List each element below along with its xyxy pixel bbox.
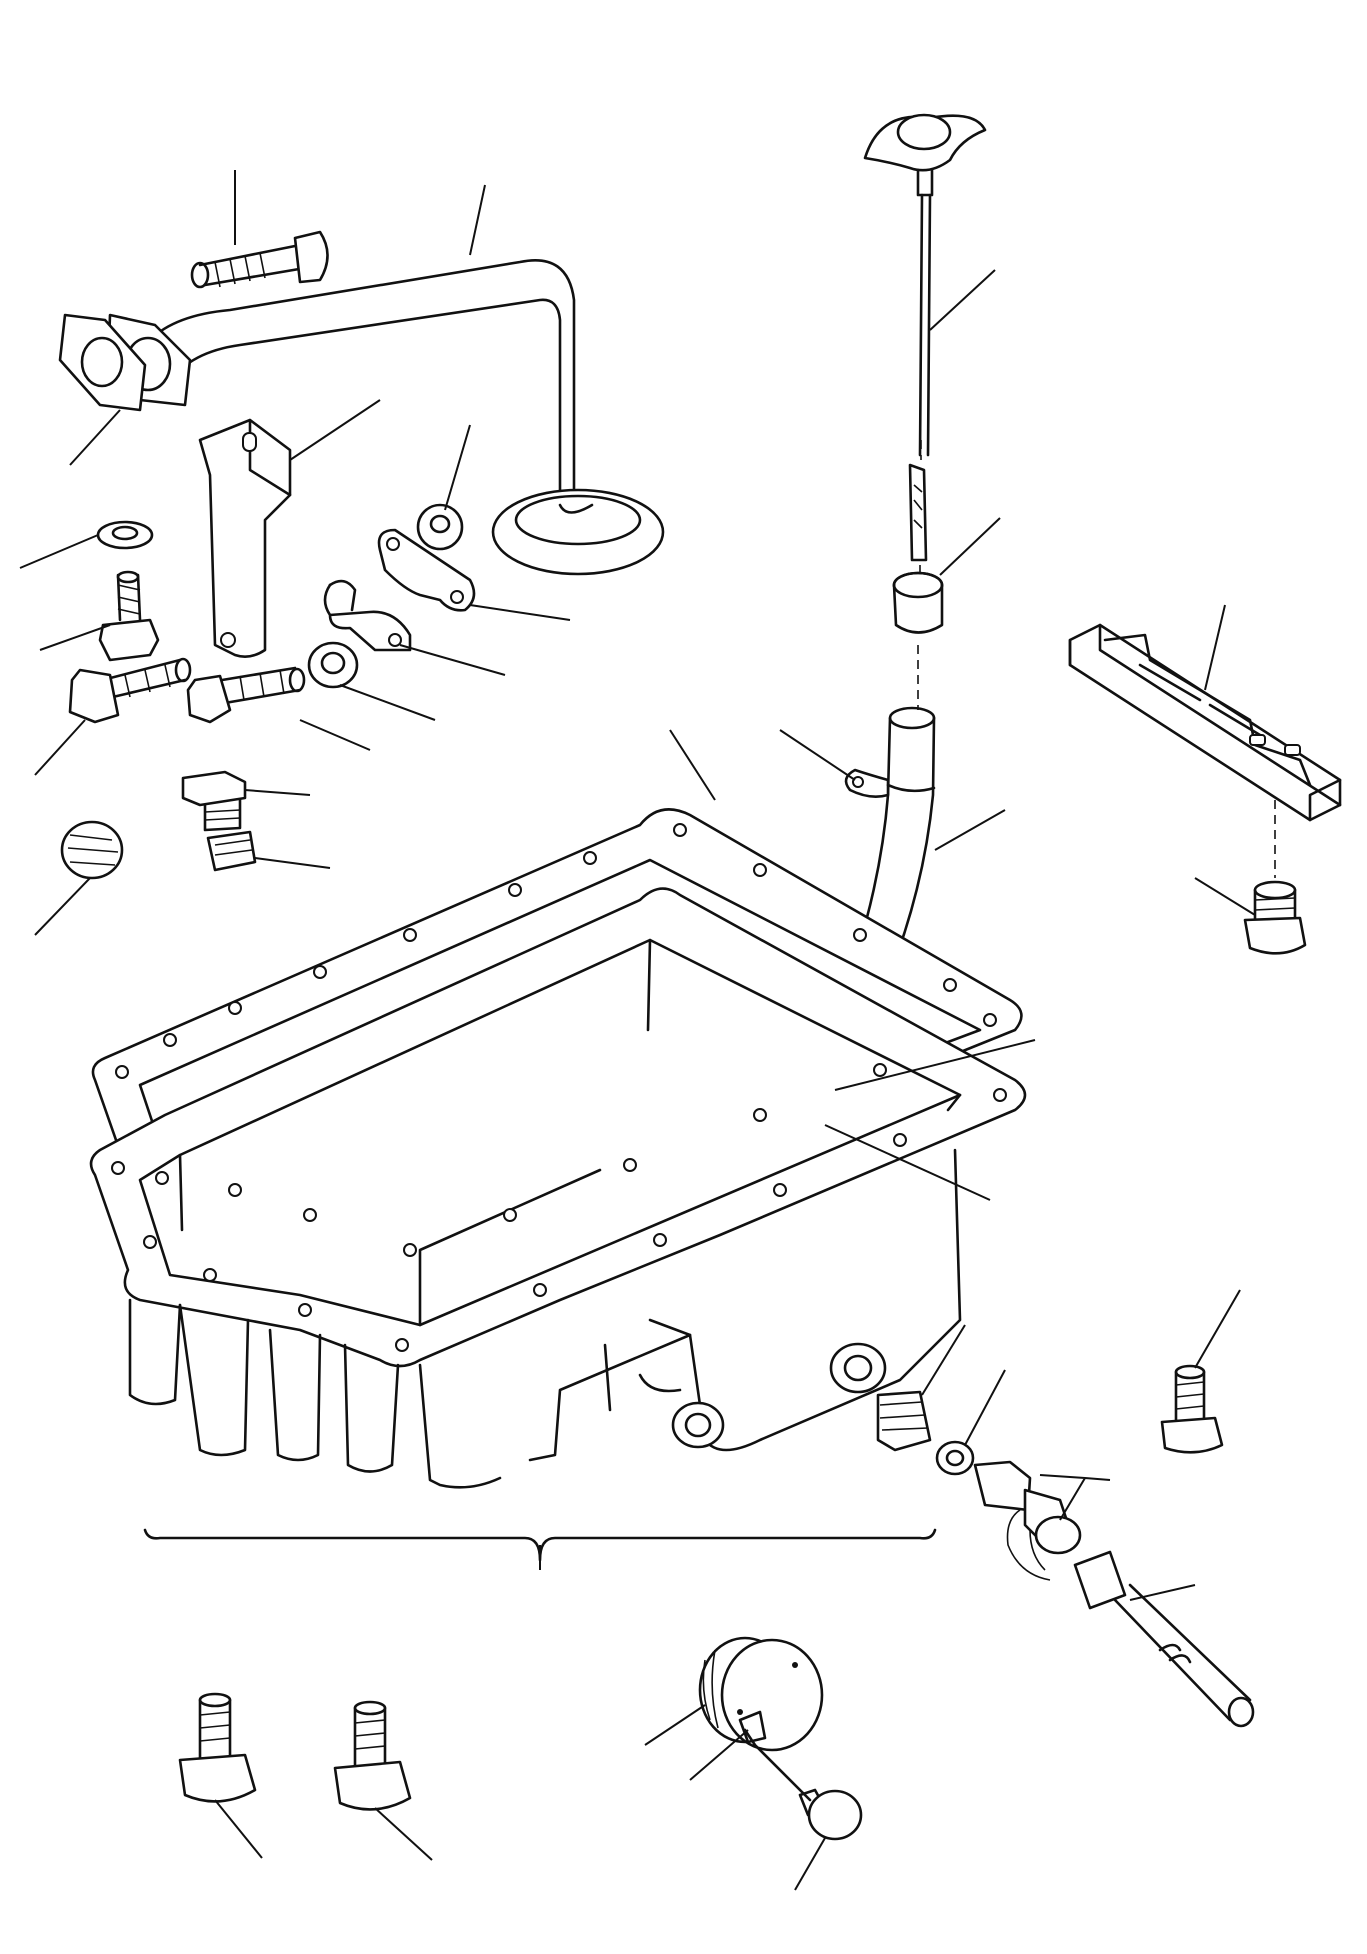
- bolt-icon: [1160, 1364, 1224, 1454]
- dipstick-cap: [892, 571, 944, 634]
- drain-nipple: [876, 1390, 932, 1452]
- flange-bolt-holes: [111, 823, 1007, 1352]
- cover-leader: [743, 1728, 812, 1802]
- clip: [323, 579, 412, 652]
- sleeve: [206, 830, 257, 872]
- drain-hose: [1073, 1550, 1255, 1728]
- dipstick-icon: [863, 113, 987, 580]
- bracket: [198, 418, 292, 658]
- bolt-icon: [1243, 880, 1307, 955]
- plug-icon: [60, 820, 124, 880]
- washer-icon: [96, 520, 154, 550]
- washer-icon: [935, 1440, 975, 1476]
- bolt-icon: [190, 230, 329, 289]
- bolt-icon: [178, 1692, 257, 1803]
- bolt-icon: [333, 1700, 412, 1811]
- pipe-flange: [58, 313, 192, 412]
- oil-pan-icon: [89, 887, 1027, 1489]
- drain-valve-icon: [973, 1460, 1082, 1581]
- baffle-rail: [1068, 623, 1342, 822]
- gasket-icon: [377, 528, 476, 612]
- bolt-icon: [186, 666, 306, 724]
- washer-icon: [307, 641, 359, 689]
- bolt-icon: [98, 570, 160, 662]
- leader-lines: [19, 170, 1256, 1891]
- drain-plug-icon: [181, 770, 247, 832]
- washer-icon: [416, 503, 464, 551]
- cover-icon: [698, 1636, 824, 1752]
- bolt-icon: [68, 657, 192, 724]
